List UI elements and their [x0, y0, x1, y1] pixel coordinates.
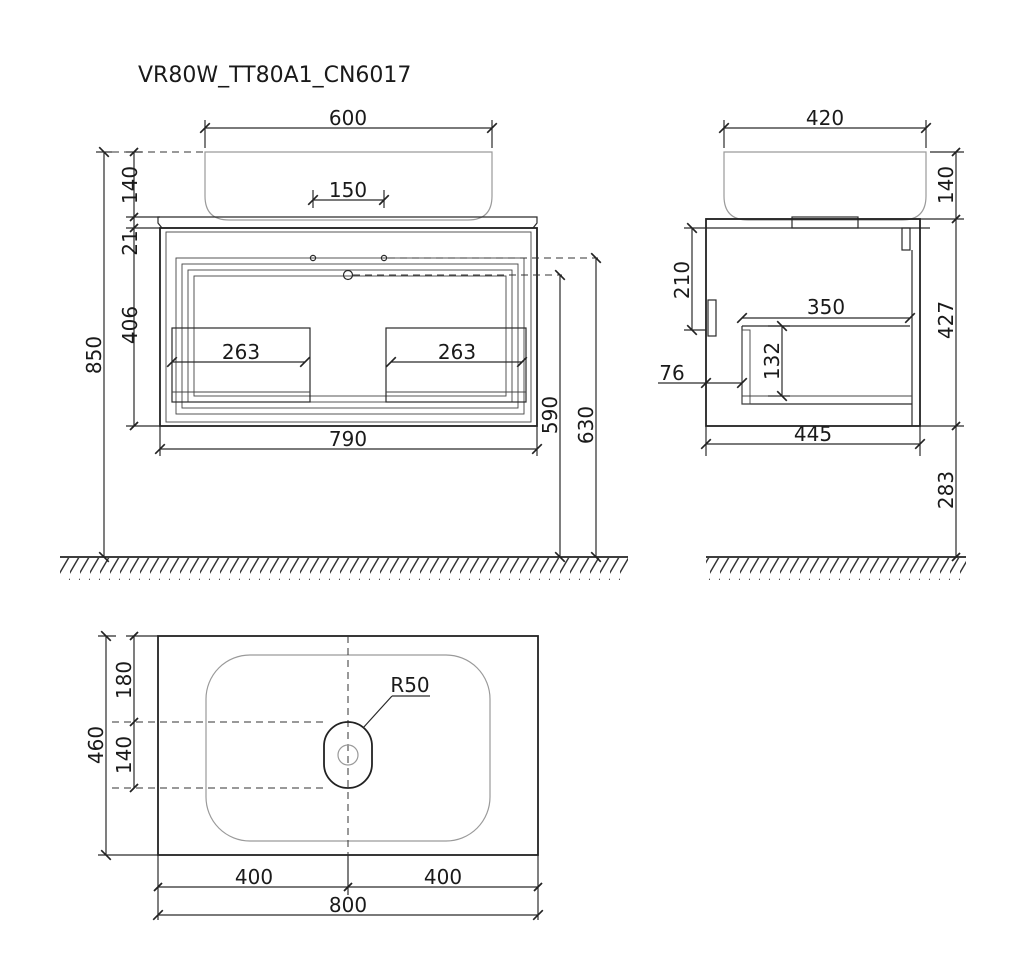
side-view: 420 140 427 283 210 350 132 76 4 [658, 106, 966, 580]
tick [129, 717, 139, 727]
floor-hatch-front [60, 558, 628, 580]
dim-cabinet-height-side: 427 [934, 301, 958, 339]
tick [951, 552, 961, 562]
basin-outline-front [204, 151, 493, 221]
dim-drawer-left: 263 [222, 340, 260, 364]
tick [129, 421, 139, 431]
dim-floor-clearance: 283 [934, 471, 958, 509]
dim-drawer-depth: 350 [807, 295, 845, 319]
dim-total-height: 850 [82, 336, 106, 374]
tick [129, 631, 139, 641]
dim-mount-height-1: 590 [538, 396, 562, 434]
floor-hatch-side [706, 558, 966, 580]
rear-hanger-side [707, 299, 717, 337]
drawing-title: VR80W_TT80A1_CN6017 [138, 63, 411, 88]
front-panel-top-side [901, 227, 911, 251]
dim-cabinet-width: 790 [329, 427, 367, 451]
drawer-front-frame [175, 257, 525, 415]
water-inlet-right [380, 254, 388, 262]
dim-radius: R50 [390, 673, 429, 697]
dim-total-width: 800 [329, 893, 367, 917]
tick [343, 882, 353, 892]
dim-basin-width: 600 [329, 106, 367, 130]
front-view: 600 150 140 21 406 850 263 263 790 [60, 106, 628, 580]
dim-half-width-left: 400 [235, 865, 273, 889]
top-view: R50 180 140 460 400 400 800 [84, 630, 544, 921]
dim-basin-depth: 420 [806, 106, 844, 130]
dim-basin-height-side: 140 [934, 166, 958, 204]
drawer-back-side [741, 329, 751, 405]
drawer-front-panel [193, 275, 507, 397]
drawer-front-frame-inner2 [187, 269, 513, 403]
tick [951, 147, 961, 157]
dim-back-offset: 76 [659, 361, 684, 385]
dim-edge-to-drain: 180 [112, 661, 136, 699]
basin-outline-side [723, 151, 927, 221]
dim-cabinet-height: 406 [118, 306, 142, 344]
drawer-front-frame-inner [181, 263, 519, 409]
tick [129, 223, 139, 233]
dim-basin-height: 140 [118, 166, 142, 204]
countertop-front [157, 216, 538, 229]
dim-drawer-right: 263 [438, 340, 476, 364]
water-inlet-left [309, 254, 317, 262]
drain-hole-top [337, 744, 359, 766]
dim-cabinet-depth: 445 [794, 422, 832, 446]
tick [129, 783, 139, 793]
tick [533, 882, 543, 892]
dim-drain-size: 140 [112, 736, 136, 774]
cabinet-body-front [159, 227, 538, 427]
tick [951, 421, 961, 431]
dim-drawer-height: 132 [760, 342, 784, 380]
dim-total-depth: 460 [84, 726, 108, 764]
tick [129, 212, 139, 222]
dim-mount-height-2: 630 [574, 406, 598, 444]
tick [951, 214, 961, 224]
dim-half-width-right: 400 [424, 865, 462, 889]
dim-siphon-height: 210 [670, 261, 694, 299]
drain-outlet [342, 269, 354, 281]
dim-drain-offset: 150 [329, 178, 367, 202]
radius-leader [362, 695, 393, 729]
cabinet-inner-front [165, 231, 532, 423]
dim-top-thickness: 21 [118, 230, 142, 255]
cabinet-body-side [705, 218, 921, 427]
tick [129, 147, 139, 157]
drain-outline-top [323, 721, 373, 789]
tick [153, 882, 163, 892]
